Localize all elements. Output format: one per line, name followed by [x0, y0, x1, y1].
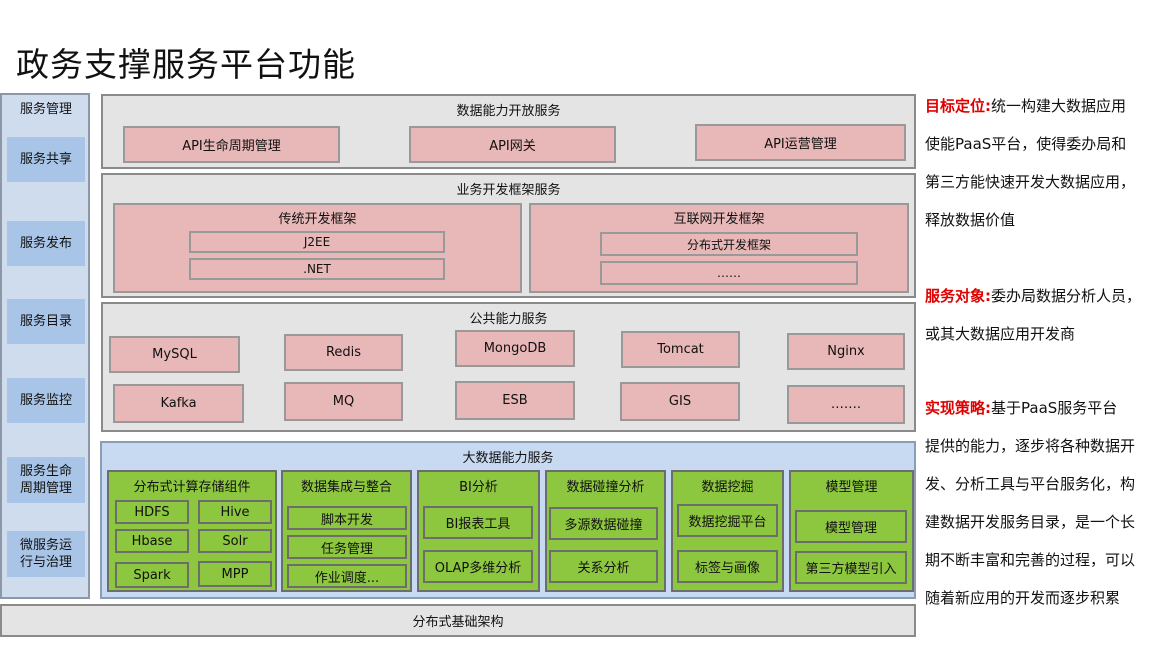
internet-ellipsis-box: …… — [600, 261, 858, 285]
foundation-bar: 分布式基础架构 — [0, 604, 916, 637]
public-ellipsis-box: ……. — [787, 385, 905, 424]
spark-box: Spark — [115, 562, 189, 588]
bigdata-title: 大数据能力服务 — [462, 451, 554, 466]
sidebar-item-share: 服务共享 — [7, 137, 85, 182]
strategy-line-3: 发、分析工具与平台服务化，构 — [925, 475, 1136, 493]
mining-title: 数据挖掘 — [701, 480, 754, 495]
sidebar-heading: 服务管理 — [19, 102, 72, 117]
hive-box: Hive — [198, 500, 272, 524]
gis-box: GIS — [620, 382, 740, 421]
goal-line-1-text: 统一构建大数据应用 — [991, 97, 1127, 115]
strategy-line-2: 提供的能力，逐步将各种数据开 — [925, 437, 1136, 455]
strategy-section: 实现策略:基于PaaS服务平台 提供的能力，逐步将各种数据开 发、分析工具与平台… — [925, 389, 1153, 617]
job-schedule-box: 作业调度... — [287, 564, 407, 588]
sidebar-item-publish: 服务发布 — [7, 221, 85, 266]
j2ee-box: J2EE — [189, 231, 445, 253]
goal-line-1: 目标定位:统一构建大数据应用 — [925, 87, 1153, 125]
kafka-box: Kafka — [113, 384, 244, 423]
collision-title: 数据碰撞分析 — [566, 480, 645, 495]
goal-label: 目标定位: — [925, 97, 991, 115]
data-open-title: 数据能力开放服务 — [456, 104, 561, 119]
script-dev-box: 脚本开发 — [287, 506, 407, 530]
strategy-line-5: 期不断丰富和完善的过程，可以 — [925, 551, 1136, 569]
biz-dev-title: 业务开发框架服务 — [456, 183, 561, 198]
target-line-1-text: 委办局数据分析人员， — [991, 287, 1142, 305]
model-title: 模型管理 — [825, 480, 878, 495]
nginx-box: Nginx — [787, 333, 905, 370]
sidebar-item-catalog: 服务目录 — [7, 299, 85, 344]
compute-storage-title: 分布式计算存储组件 — [133, 480, 251, 495]
mongodb-box: MongoDB — [455, 330, 575, 367]
multi-source-box: 多源数据碰撞 — [549, 507, 658, 540]
mining-platform-box: 数据挖掘平台 — [677, 504, 778, 537]
goal-section: 目标定位:统一构建大数据应用 使能PaaS平台，使得委办局和 第三方能快速开发大… — [925, 87, 1153, 239]
target-label: 服务对象: — [925, 287, 991, 305]
model-management-box: 模型管理 — [795, 510, 907, 543]
api-operation-box: API运营管理 — [695, 124, 906, 161]
internet-framework-title: 互联网开发框架 — [673, 212, 765, 227]
strategy-line-1-text: 基于PaaS服务平台 — [991, 399, 1118, 417]
tomcat-box: Tomcat — [621, 331, 740, 368]
target-line-2: 或其大数据应用开发商 — [925, 325, 1076, 343]
hbase-box: Hbase — [115, 529, 189, 553]
sidebar-item-lifecycle: 服务生命周期管理 — [7, 457, 85, 503]
goal-line-4: 释放数据价值 — [925, 211, 1016, 229]
target-line-1: 服务对象:委办局数据分析人员， — [925, 277, 1153, 315]
third-party-model-box: 第三方模型引入 — [795, 551, 907, 584]
redis-box: Redis — [284, 334, 403, 371]
goal-line-2: 使能PaaS平台，使得委办局和 — [925, 135, 1127, 153]
task-management-box: 任务管理 — [287, 535, 407, 559]
goal-line-3: 第三方能快速开发大数据应用， — [925, 173, 1136, 191]
integration-title: 数据集成与整合 — [300, 480, 392, 495]
solr-box: Solr — [198, 529, 272, 553]
mq-box: MQ — [284, 382, 403, 421]
bi-report-box: BI报表工具 — [423, 506, 533, 539]
bi-title: BI分析 — [459, 480, 498, 495]
olap-box: OLAP多维分析 — [423, 550, 533, 583]
mysql-box: MySQL — [109, 336, 240, 373]
target-section: 服务对象:委办局数据分析人员， 或其大数据应用开发商 — [925, 277, 1153, 353]
api-lifecycle-box: API生命周期管理 — [123, 126, 340, 163]
strategy-line-1: 实现策略:基于PaaS服务平台 — [925, 389, 1153, 427]
sidebar-item-microservice: 微服务运行与治理 — [7, 531, 85, 577]
dotnet-box: .NET — [189, 258, 445, 280]
sidebar-item-monitor: 服务监控 — [7, 378, 85, 423]
api-gateway-box: API网关 — [409, 126, 616, 163]
mpp-box: MPP — [198, 561, 272, 587]
distributed-framework-box: 分布式开发框架 — [600, 232, 858, 256]
public-title: 公共能力服务 — [469, 312, 548, 327]
traditional-framework-title: 传统开发框架 — [278, 212, 357, 227]
page-title: 政务支撑服务平台功能 — [16, 45, 356, 84]
tag-profile-box: 标签与画像 — [677, 550, 778, 583]
strategy-line-4: 建数据开发服务目录，是一个长 — [925, 513, 1136, 531]
relation-analysis-box: 关系分析 — [549, 550, 658, 583]
esb-box: ESB — [455, 381, 575, 420]
strategy-label: 实现策略: — [925, 399, 991, 417]
hdfs-box: HDFS — [115, 500, 189, 524]
strategy-line-6: 随着新应用的开发而逐步积累 — [925, 589, 1121, 607]
